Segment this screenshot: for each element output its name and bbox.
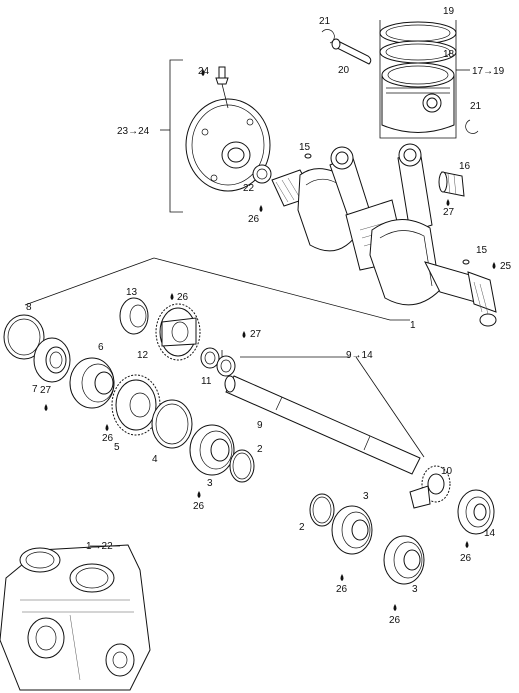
callout-2: 2 (299, 522, 305, 533)
callout-labels: 1 2 2 3 3 3 4 5 6 7 8 9 9→14 10 11 12 13… (26, 6, 512, 626)
callout-6: 6 (98, 342, 104, 353)
callout-4: 4 (152, 454, 158, 465)
callout-21: 21 (470, 101, 482, 112)
assembly-leaders (24, 257, 425, 458)
piston-group (321, 20, 479, 139)
callout-16: 16 (459, 161, 471, 172)
callout-12: 12 (137, 350, 149, 361)
oil-drop-icon (170, 293, 174, 300)
oil-drop-icon (105, 424, 109, 431)
callout-15: 15 (476, 245, 488, 256)
callout-1-to-22: 1→22 (86, 541, 113, 552)
oil-drop-icon (393, 604, 397, 611)
callout-2: 2 (257, 444, 263, 455)
callout-26: 26 (193, 501, 205, 512)
oil-drop-icon (201, 69, 205, 76)
callout-11: 11 (201, 376, 212, 387)
callout-20: 20 (338, 65, 350, 76)
callout-26: 26 (336, 584, 348, 595)
oil-drop-icon (492, 262, 496, 269)
callout-26: 26 (177, 292, 189, 303)
callout-22: 22 (243, 183, 255, 194)
oil-drop-icon (44, 404, 48, 411)
callout-26: 26 (102, 433, 114, 444)
callout-27: 27 (443, 207, 455, 218)
oil-drop-icons (44, 69, 496, 611)
callout-24: 24 (198, 66, 210, 77)
callout-17-to-19: 17→19 (472, 66, 505, 77)
balance-shaft-group (3, 297, 495, 585)
callout-9: 9 (257, 420, 263, 431)
callout-27: 27 (250, 329, 262, 340)
callout-21: 21 (319, 16, 331, 27)
crankshaft-assembly (271, 143, 497, 327)
oil-drop-icon (259, 205, 263, 212)
callout-8: 8 (26, 302, 32, 313)
callout-3: 3 (207, 478, 213, 489)
callout-13: 13 (126, 287, 138, 298)
callout-5: 5 (114, 442, 120, 453)
callout-1: 1 (410, 320, 416, 331)
callout-23-to-24: 23→24 (117, 126, 150, 137)
oil-drop-icon (242, 331, 246, 338)
callout-27: 27 (40, 385, 52, 396)
oil-drop-icon (197, 491, 201, 498)
oil-drop-icon (340, 574, 344, 581)
oil-drop-icon (465, 541, 469, 548)
callout-25: 25 (500, 261, 512, 272)
callout-3: 3 (412, 584, 418, 595)
callout-26: 26 (389, 615, 401, 626)
callout-15: 15 (299, 142, 311, 153)
callout-19: 19 (443, 6, 455, 17)
oil-drop-icon (446, 199, 450, 206)
engine-block (0, 544, 151, 691)
magneto-flywheel (160, 59, 272, 213)
callout-7: 7 (32, 384, 38, 395)
callout-26: 26 (248, 214, 260, 225)
callout-10: 10 (441, 466, 453, 477)
callout-18: 18 (443, 49, 455, 60)
callout-14: 14 (484, 528, 496, 539)
callout-3: 3 (363, 491, 369, 502)
callout-9-to-14: 9→14 (346, 350, 373, 361)
callout-26: 26 (460, 553, 472, 564)
